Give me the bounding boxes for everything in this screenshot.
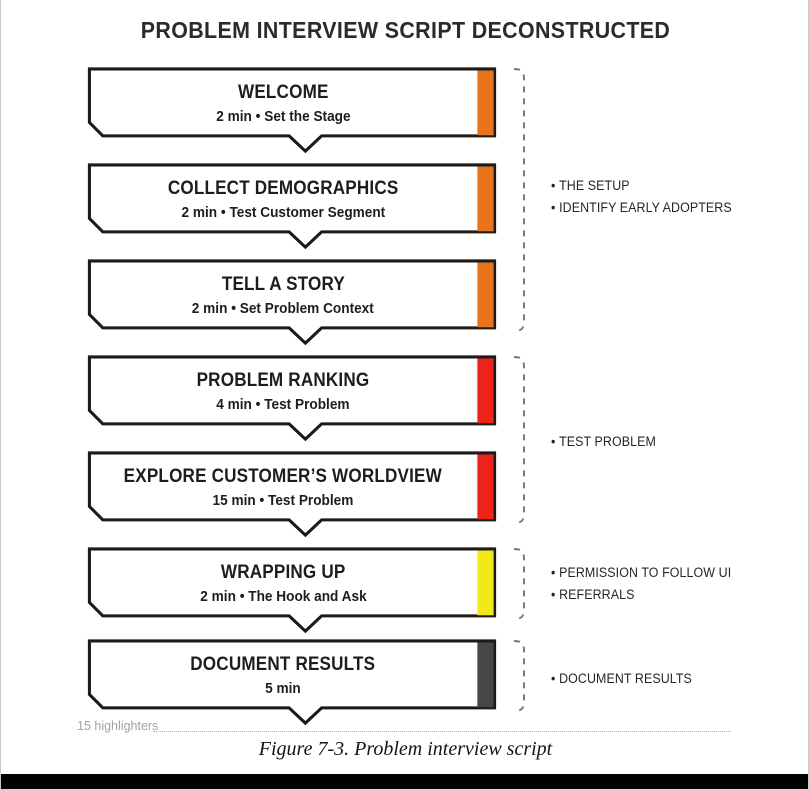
highlighter-rule xyxy=(153,731,731,732)
annotation-item: •THE SETUP xyxy=(551,175,789,197)
annotation-group-setup: •THE SETUP•IDENTIFY EARLY ADOPTERS xyxy=(551,175,808,219)
group-bracket-test-problem xyxy=(511,356,533,524)
annotation-label: PERMISSION TO FOLLOW UI xyxy=(559,565,732,580)
page-title: PROBLEM INTERVIEW SCRIPT DECONSTRUCTED xyxy=(140,17,671,43)
annotation-label: THE SETUP xyxy=(559,178,630,193)
bullet-icon: • xyxy=(551,671,556,686)
step-accent-bar-yellow xyxy=(477,550,494,616)
step-box-shape xyxy=(87,259,497,346)
annotation-group-test-problem: •TEST PROBLEM xyxy=(551,431,808,453)
step-box-shape xyxy=(87,547,497,634)
step-box-shape xyxy=(87,163,497,250)
annotation-group-wrapping-up: •PERMISSION TO FOLLOW UI•REFERRALS xyxy=(551,562,808,606)
step-box-shape xyxy=(87,355,497,442)
annotation-item: •DOCUMENT RESULTS xyxy=(551,668,789,690)
annotation-item: •IDENTIFY EARLY ADOPTERS xyxy=(551,197,789,219)
group-bracket-document-results xyxy=(511,640,533,712)
step-accent-bar-orange xyxy=(477,262,494,328)
annotation-label: IDENTIFY EARLY ADOPTERS xyxy=(559,200,732,215)
page-bottom-bar xyxy=(1,774,808,789)
annotation-label: TEST PROBLEM xyxy=(559,434,656,449)
highlighter-note: 15 highlighters xyxy=(77,719,159,733)
bullet-icon: • xyxy=(551,178,556,193)
group-bracket-wrapping-up xyxy=(511,548,533,620)
annotation-item: •PERMISSION TO FOLLOW UI xyxy=(551,562,789,584)
step-accent-bar-dark xyxy=(477,642,494,708)
bullet-icon: • xyxy=(551,434,556,449)
group-bracket-setup xyxy=(511,68,533,332)
bullet-icon: • xyxy=(551,587,556,602)
step-accent-bar-red xyxy=(477,358,494,424)
bullet-icon: • xyxy=(551,200,556,215)
step-accent-bar-red xyxy=(477,454,494,520)
annotation-label: REFERRALS xyxy=(559,587,635,602)
annotation-item: •REFERRALS xyxy=(551,584,789,606)
step-accent-bar-orange xyxy=(477,70,494,136)
step-accent-bar-orange xyxy=(477,166,494,232)
annotation-item: •TEST PROBLEM xyxy=(551,431,789,453)
step-box-shape xyxy=(87,451,497,538)
figure-caption: Figure 7-3. Problem interview script xyxy=(258,738,553,760)
annotation-label: DOCUMENT RESULTS xyxy=(559,671,692,686)
step-box-shape xyxy=(87,639,497,726)
bullet-icon: • xyxy=(551,565,556,580)
annotation-group-document-results: •DOCUMENT RESULTS xyxy=(551,668,808,690)
step-box-shape xyxy=(87,67,497,154)
